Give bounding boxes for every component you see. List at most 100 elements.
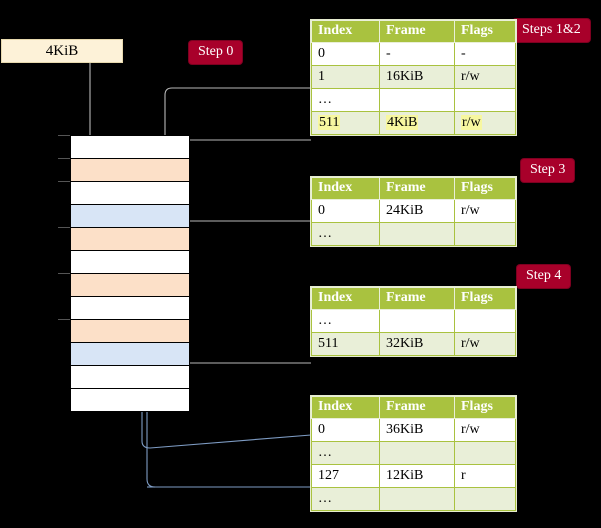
column-header-flags: Flags bbox=[454, 287, 516, 310]
table-cell-frame bbox=[379, 441, 455, 465]
table-cell-frame bbox=[379, 88, 455, 112]
table-cell-frame: 24KiB bbox=[379, 199, 455, 223]
memory-frame-row bbox=[70, 388, 190, 412]
table-cell-flags: r/w bbox=[454, 65, 516, 89]
memory-address-tick bbox=[58, 319, 70, 320]
badge-step-4: Step 4 bbox=[517, 265, 571, 288]
badge-steps-1-2: Steps 1&2 bbox=[513, 19, 590, 42]
memory-address-tick bbox=[58, 181, 70, 182]
table-cell-flags: r/w bbox=[454, 418, 516, 442]
badge-step-3-label: Step 3 bbox=[530, 162, 566, 177]
column-header-frame: Frame bbox=[379, 396, 455, 419]
column-header-index: Index bbox=[311, 20, 380, 43]
table-cell-index: 511 bbox=[311, 332, 380, 356]
table-cell-flags: r/w bbox=[454, 111, 516, 135]
highlighted-value: r/w bbox=[461, 114, 482, 130]
table-cell-flags bbox=[454, 222, 516, 246]
memory-frame-row bbox=[70, 319, 190, 343]
memory-frame-row bbox=[70, 342, 190, 366]
table-cell-index: 127 bbox=[311, 464, 380, 488]
column-header-index: Index bbox=[311, 287, 380, 310]
memory-address-tick bbox=[58, 135, 70, 136]
column-header-flags: Flags bbox=[454, 396, 516, 419]
memory-frame-row bbox=[70, 365, 190, 389]
table-row: 0-- bbox=[311, 42, 516, 66]
table-cell-index: 0 bbox=[311, 418, 380, 442]
column-header-frame: Frame bbox=[379, 20, 455, 43]
table-cell-flags bbox=[454, 487, 516, 511]
table-cell-index: … bbox=[311, 88, 380, 112]
wire-memory-to-table4-row0-stem bbox=[141, 434, 312, 449]
table-cell-flags bbox=[454, 441, 516, 465]
wire-table1-row1-to-memory bbox=[164, 87, 311, 150]
table-row: … bbox=[311, 441, 516, 465]
highlighted-value: 511 bbox=[318, 114, 341, 130]
table-cell-index: … bbox=[311, 222, 380, 246]
memory-frame-row bbox=[70, 158, 190, 182]
table-cell-index: … bbox=[311, 487, 380, 511]
badge-step-4-label: Step 4 bbox=[526, 268, 562, 283]
column-header-index: Index bbox=[311, 177, 380, 200]
physical-memory-column bbox=[70, 135, 190, 412]
table-cell-index: 0 bbox=[311, 42, 380, 66]
badge-step-0: Step 0 bbox=[189, 41, 243, 64]
table-row: … bbox=[311, 88, 516, 112]
column-header-index: Index bbox=[311, 396, 380, 419]
highlighted-value: 4KiB bbox=[386, 114, 419, 130]
table-cell-index: 0 bbox=[311, 199, 380, 223]
table-cell-flags: r/w bbox=[454, 332, 516, 356]
column-header-flags: Flags bbox=[454, 177, 516, 200]
table-row: … bbox=[311, 222, 516, 246]
table-cell-flags: - bbox=[454, 42, 516, 66]
table-cell-index: … bbox=[311, 309, 380, 333]
memory-address-tick bbox=[58, 158, 70, 159]
memory-frame-row bbox=[70, 204, 190, 228]
table-cell-frame: 4KiB bbox=[379, 111, 455, 135]
column-header-frame: Frame bbox=[379, 177, 455, 200]
memory-frame-row bbox=[70, 250, 190, 274]
table-row: 511 4KiB r/w bbox=[311, 111, 516, 135]
memory-frame-row bbox=[70, 135, 190, 159]
table-cell-frame: 12KiB bbox=[379, 464, 455, 488]
column-header-frame: Frame bbox=[379, 287, 455, 310]
source-size-label: 4KiB bbox=[45, 43, 79, 59]
table-cell-index: … bbox=[311, 441, 380, 465]
wire-memory-row9-up-arrow bbox=[140, 326, 156, 488]
table-cell-index: 511 bbox=[311, 111, 380, 135]
source-size-box: 4KiB bbox=[1, 39, 123, 63]
table-cell-flags: r bbox=[454, 464, 516, 488]
table-cell-frame: 16KiB bbox=[379, 65, 455, 89]
table-cell-flags bbox=[454, 88, 516, 112]
table-cell-index: 1 bbox=[311, 65, 380, 89]
table-row: … bbox=[311, 487, 516, 511]
table-cell-frame bbox=[379, 222, 455, 246]
table-row: … bbox=[311, 309, 516, 333]
table-cell-frame: 36KiB bbox=[379, 418, 455, 442]
badge-step-0-label: Step 0 bbox=[198, 44, 234, 59]
memory-frame-row bbox=[70, 227, 190, 251]
table-cell-frame: - bbox=[379, 42, 455, 66]
table-cell-frame: 32KiB bbox=[379, 332, 455, 356]
table-cell-flags: r/w bbox=[454, 199, 516, 223]
table-cell-flags bbox=[454, 309, 516, 333]
memory-frame-row bbox=[70, 296, 190, 320]
table-cell-frame bbox=[379, 309, 455, 333]
memory-frame-row bbox=[70, 273, 190, 297]
memory-frame-row bbox=[70, 181, 190, 205]
badge-steps-1-2-label: Steps 1&2 bbox=[522, 22, 581, 37]
table-cell-frame bbox=[379, 487, 455, 511]
badge-step-3: Step 3 bbox=[521, 159, 575, 182]
wire-table1-row511-to-memory bbox=[169, 139, 311, 156]
memory-address-tick bbox=[58, 227, 70, 228]
column-header-flags: Flags bbox=[454, 20, 516, 43]
